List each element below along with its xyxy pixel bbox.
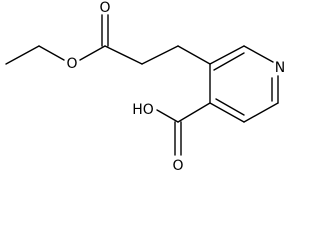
bond-ring-c5-c4 [209,102,245,123]
atom-ring-nitrogen: N [275,60,285,76]
atom-acid-hydroxyl: HO [132,102,154,118]
bond-methylene-ester-oxygen [38,45,65,61]
atom-acid-oxygen: O [172,158,183,174]
bond-methyl-methylene [5,45,40,65]
bond-ring-c5-c4-inner [215,98,245,116]
bond-ring-c3-c2-inner [213,52,245,71]
atom-ester-oxygen: O [66,56,77,72]
bond-carbonyl-alpha-carbon [104,45,143,65]
bond-acid-carbon-hydroxyl [156,109,179,123]
atom-carbonyl-oxygen: O [99,0,110,16]
bond-ring-to-acid-carbon [177,102,211,123]
bond-ring-c2-n1 [243,45,274,63]
bond-ring-c3-c2 [209,45,245,65]
bond-chain-to-ring [177,45,211,65]
bond-ester-oxygen-carbonyl-carbon [79,45,106,61]
chemical-structure-diagram: O O N HO O [5,0,285,174]
bond-alpha-beta-carbon [141,45,179,65]
bond-ring-c6-c5 [243,102,279,123]
